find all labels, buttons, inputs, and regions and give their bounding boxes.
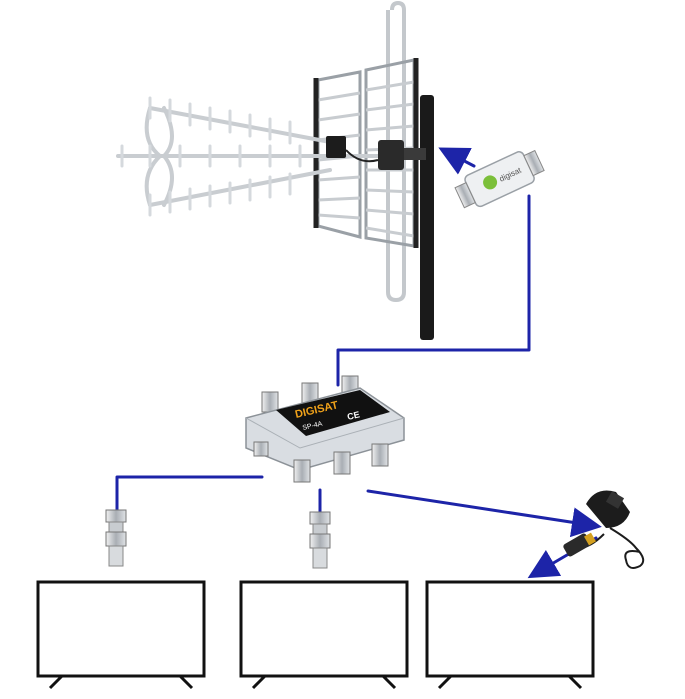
antenna-lead-cable	[345, 149, 379, 163]
cable-splitter-to-left-tv	[115, 475, 264, 512]
splitter-ce-mark: CE	[346, 409, 360, 422]
antenna-dipole-loop	[386, 0, 406, 303]
digisat-logo-icon	[483, 175, 498, 190]
power-adapter-icon	[563, 490, 645, 569]
antenna-amplifier: digisat	[454, 149, 545, 209]
antenna-directors	[120, 96, 302, 217]
splitter-model: SP-4A	[302, 421, 324, 432]
cable-amplifier-to-antenna	[438, 147, 476, 175]
yagi-antenna-icon	[116, 0, 434, 340]
splitter-label	[276, 390, 390, 436]
splitter-bottom-ports	[253, 441, 389, 483]
antenna-clamp	[378, 140, 404, 170]
tv-icon	[36, 580, 206, 690]
cable-splitter-to-power	[366, 489, 602, 538]
antenna-dipole-box	[326, 136, 346, 158]
tv-icon	[239, 580, 409, 690]
antenna-clamp-bracket	[404, 148, 426, 160]
coax-barrel-icon	[105, 509, 127, 567]
coax-barrel-icon	[309, 511, 331, 569]
coax-cables	[115, 147, 602, 579]
antenna-mast	[420, 95, 434, 340]
digisat-splitter: DIGISAT SP-4A CE	[245, 375, 405, 483]
cable-amplifier-to-splitter	[336, 194, 531, 387]
tv-icon	[425, 580, 595, 690]
